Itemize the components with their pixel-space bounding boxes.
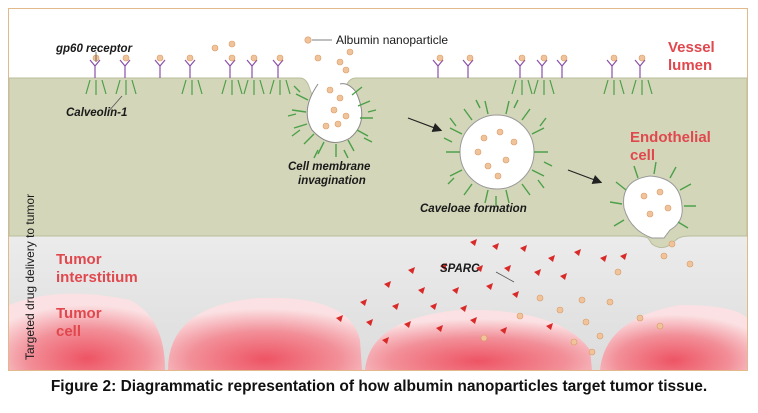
exocytosis-vesicle: [609, 161, 696, 239]
tumor-cell-2: [168, 297, 362, 370]
albumin-nanoparticle-label: Albumin nanoparticle: [336, 33, 448, 47]
arrow-icon: [407, 117, 443, 132]
sparc-icons: [336, 239, 627, 344]
sparc-label: SPARC: [440, 263, 480, 275]
caveloae-formation-label: Caveloae formation: [420, 203, 527, 215]
tumor-cell-1: [9, 293, 165, 370]
endothelial-cell-label-line2: cell: [630, 147, 655, 164]
vessel-lumen-label-line2: lumen: [668, 57, 712, 74]
calveolin-fuzz: [85, 79, 653, 95]
vessel-lumen-label-line1: Vessel: [668, 39, 715, 56]
tumor-cells: [9, 293, 747, 370]
cell-membrane-invagination: [287, 83, 377, 159]
tumor-cell-label-line1: Tumor: [56, 305, 102, 322]
calveolin-label: Calveolin-1: [66, 107, 127, 119]
endothelial-cell-label-line1: Endothelial: [630, 129, 711, 146]
tumor-interstitium-label-line1: Tumor: [56, 251, 102, 268]
side-label: Targeted drug delivery to tumor: [23, 194, 37, 360]
gp60-receptor-label: gp60 receptor: [55, 43, 133, 55]
arrow-icon: [567, 169, 603, 184]
leader-lines: [95, 39, 515, 283]
tumor-cell-4: [600, 305, 747, 370]
tumor-cell-3: [365, 309, 592, 370]
gp60-receptor-icons: [89, 59, 646, 78]
released-nanoparticles: [480, 240, 694, 356]
figure-caption: Figure 2: Diagrammatic representation of…: [50, 378, 708, 395]
tumor-cell-label-line2: cell: [56, 323, 81, 340]
invagination-label-line2: invagination: [298, 175, 366, 187]
tumor-interstitium-label-line2: interstitium: [56, 269, 138, 286]
invagination-label-line1: Cell membrane: [288, 161, 371, 173]
caveolae-vesicle: [443, 99, 553, 206]
